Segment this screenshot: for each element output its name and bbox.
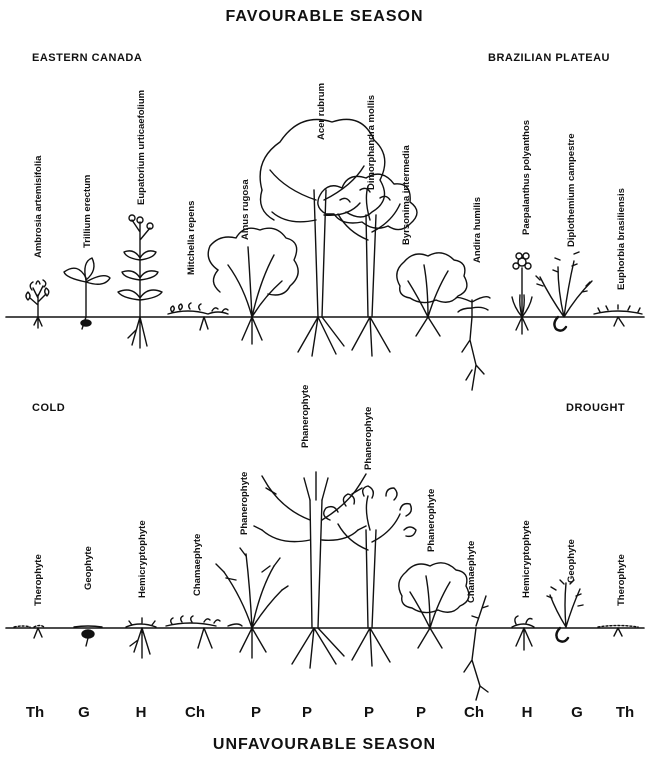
byrsonima-drawing xyxy=(397,253,467,336)
eupatorium-drawing xyxy=(118,215,162,348)
chamaephyte-left-drawing xyxy=(166,616,242,648)
chamaephyte-right-drawing xyxy=(464,596,488,700)
diplothemium-drawing xyxy=(536,252,592,331)
hemicryptophyte-left-drawing xyxy=(126,618,156,658)
phanerophyte-4-drawing xyxy=(399,563,469,648)
paepalanthus-drawing xyxy=(512,253,532,334)
alnus-drawing xyxy=(208,228,298,344)
therophyte-right-drawing xyxy=(598,626,638,637)
phanerophyte-1-drawing xyxy=(216,548,288,658)
ambrosia-drawing xyxy=(26,280,49,328)
trillium-drawing xyxy=(64,258,110,329)
euphorbia-drawing xyxy=(594,305,642,326)
geophyte-left-drawing xyxy=(74,626,102,646)
dimorphandra-drawing xyxy=(318,174,417,356)
andira-drawing xyxy=(456,297,490,390)
phanerophyte-2-drawing xyxy=(254,472,366,668)
geophyte-right-drawing xyxy=(547,580,583,642)
hemicryptophyte-right-drawing xyxy=(512,616,534,650)
